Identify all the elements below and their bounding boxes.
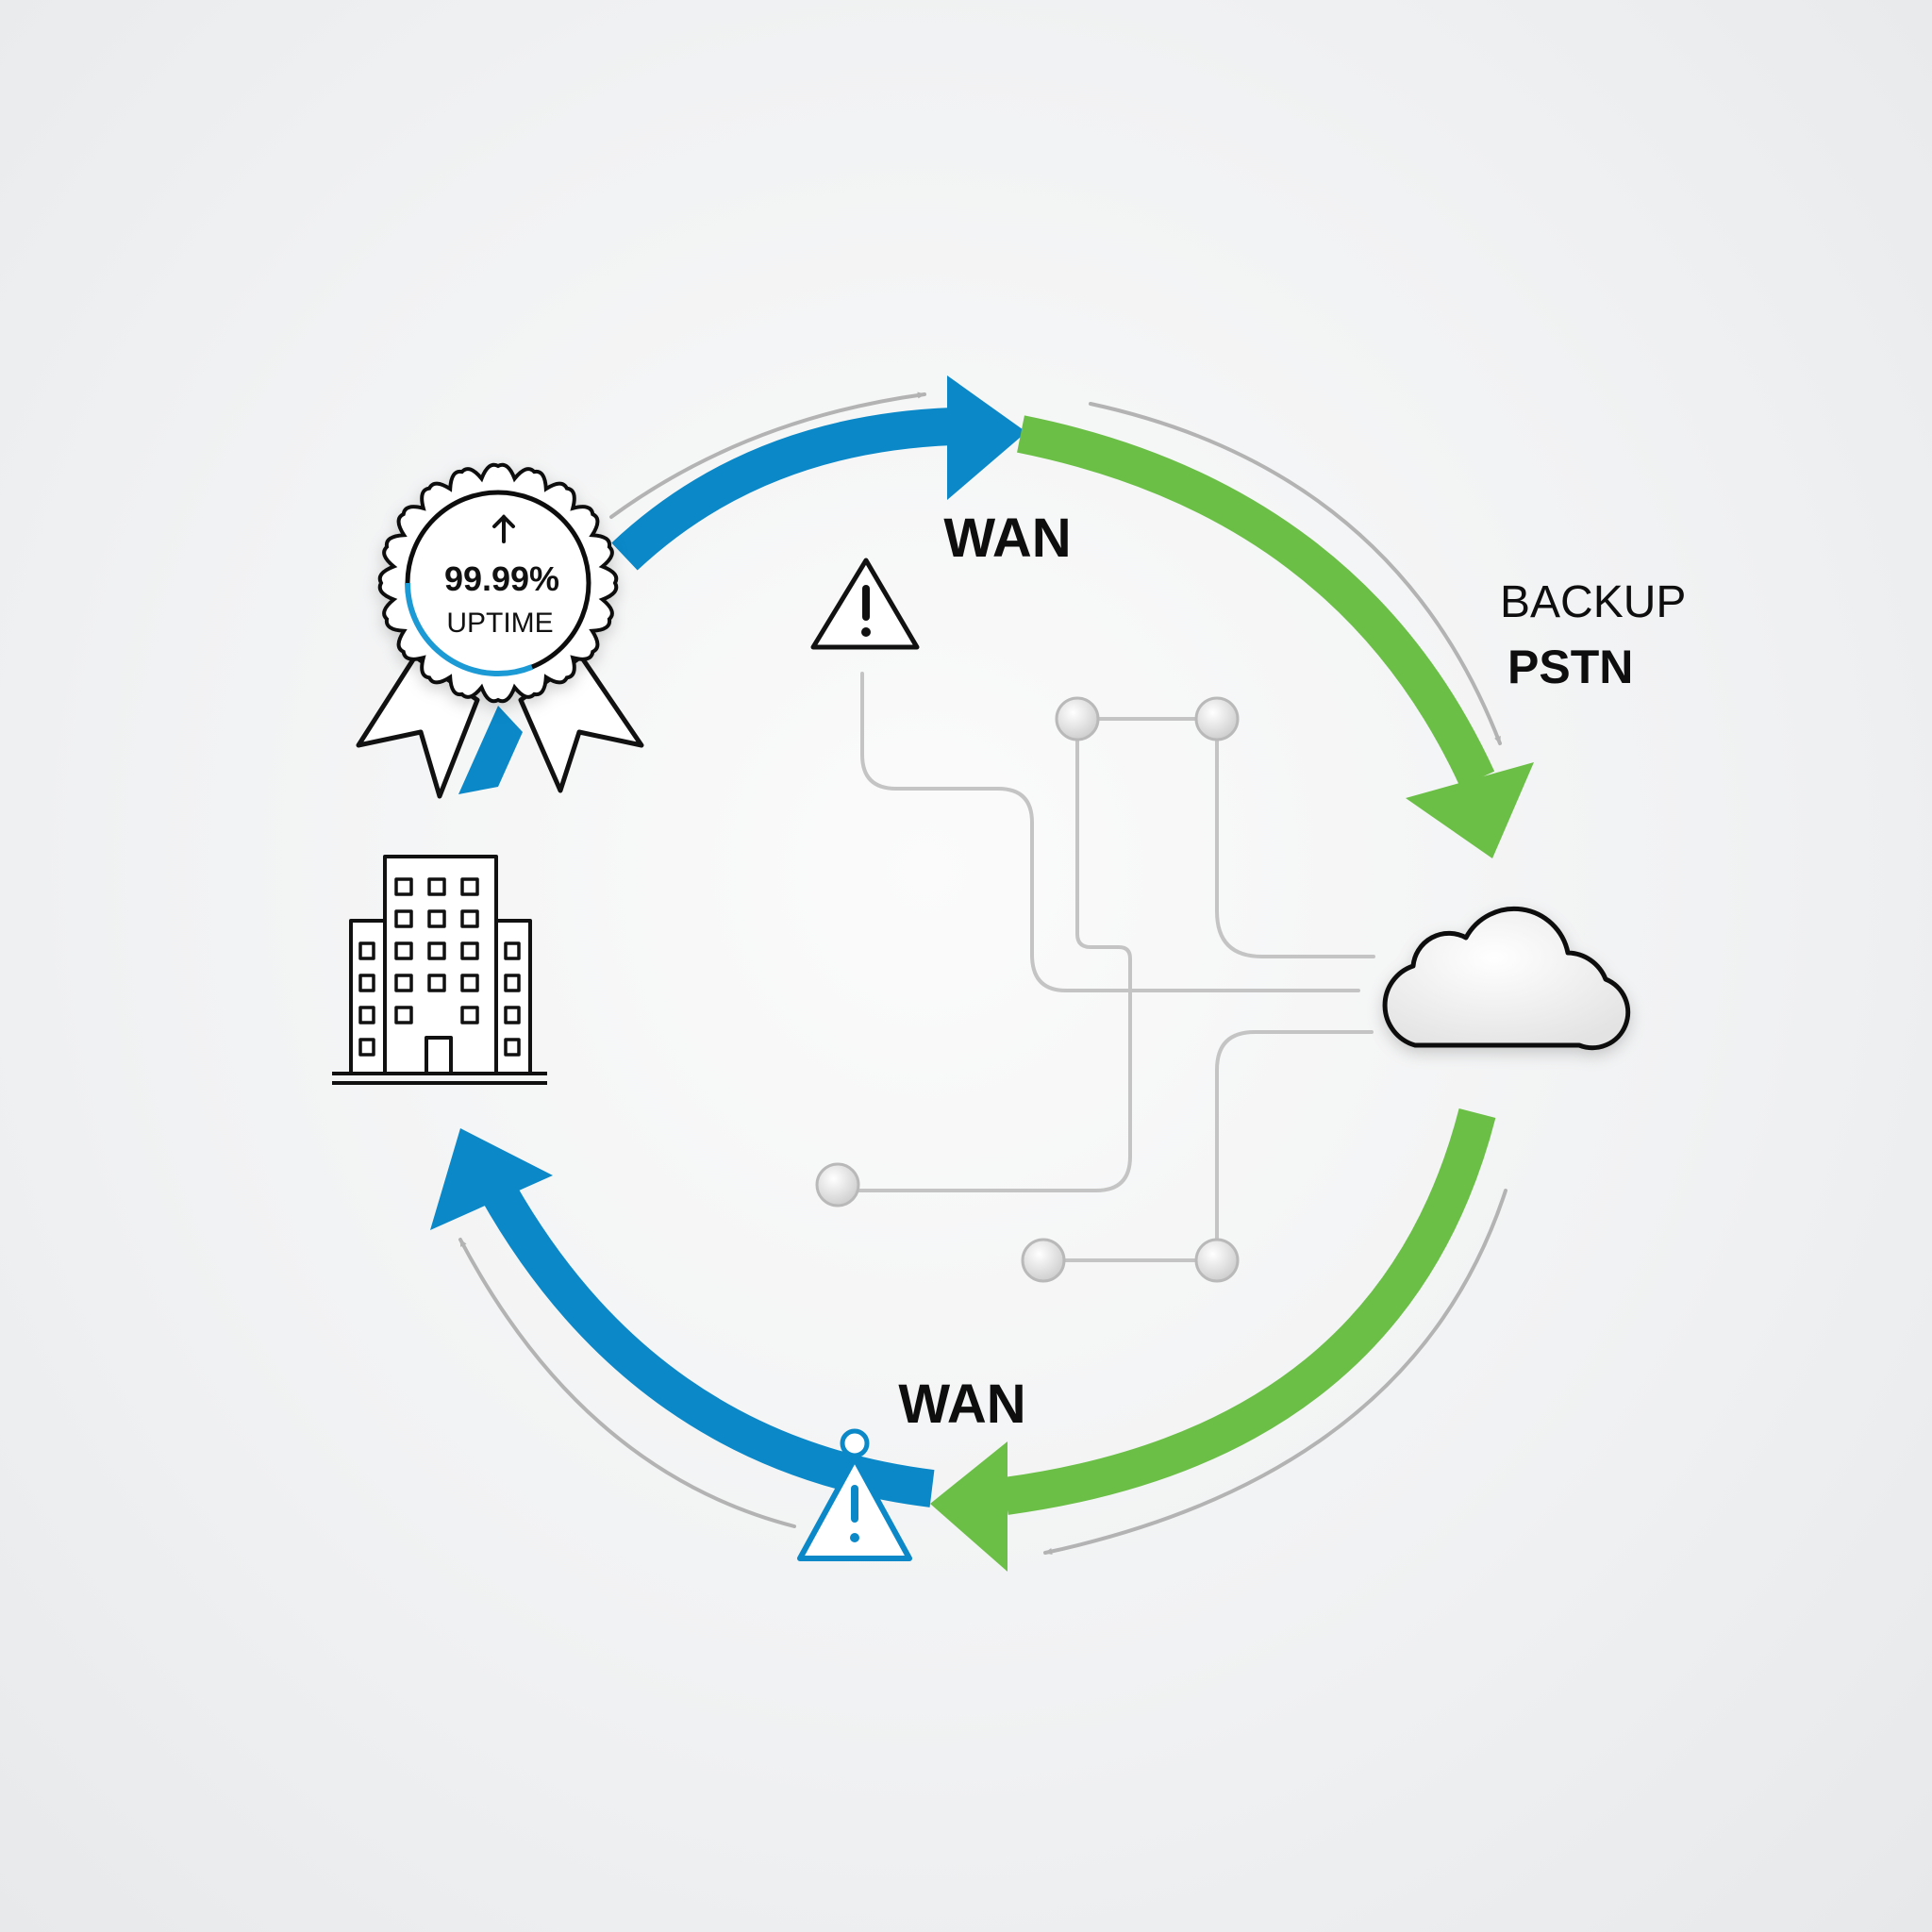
circuit-node	[1194, 1238, 1240, 1283]
wan-label-bottom: WAN	[898, 1374, 1025, 1435]
circuit-node	[1021, 1238, 1066, 1283]
ribbon-award-icon: 99.99% UPTIME	[356, 462, 644, 799]
backup-arrow-bottom-body	[1003, 1108, 1496, 1515]
backup-label-line2: PSTN	[1507, 641, 1633, 693]
circuit-trace	[860, 672, 1360, 992]
arrow-up-icon	[492, 514, 515, 543]
circuit-node	[1194, 696, 1240, 741]
warning-triangle-bottom-icon	[797, 1428, 912, 1561]
circuit-network	[834, 672, 1375, 1262]
cloud-icon	[1382, 906, 1631, 1051]
office-building-icon	[332, 855, 547, 1085]
backup-arrow-right	[1017, 415, 1534, 858]
wan-arrow-top-body	[611, 408, 954, 571]
circuit-trace	[1215, 717, 1375, 958]
wan-arrow-bottom-head	[430, 1128, 553, 1230]
ribbon-seal	[377, 462, 619, 704]
thin-arrow-bottom-left	[458, 1238, 796, 1528]
circuit-trace	[834, 717, 1132, 1192]
backup-arrow-right-body	[1017, 415, 1495, 788]
backup-arrow-bottom-head	[930, 1441, 1008, 1572]
backup-label-line1: BACKUP	[1500, 577, 1686, 627]
backup-arrow-bottom	[930, 1108, 1496, 1572]
wan-arrow-top	[611, 375, 1026, 571]
warning-triangle-top-icon	[810, 558, 920, 650]
uptime-caption: UPTIME	[446, 608, 553, 639]
wan-arrow-top-head	[947, 375, 1026, 500]
circuit-node	[1055, 696, 1100, 741]
backup-arrow-right-head	[1406, 762, 1534, 858]
uptime-value: 99.99%	[444, 559, 559, 598]
circuit-trace	[1215, 1030, 1374, 1262]
circuit-node	[815, 1162, 860, 1208]
circuit-nodes	[815, 696, 1240, 1283]
thin-arrow-top-right	[1089, 402, 1502, 745]
wan-label-top: WAN	[943, 508, 1071, 569]
thin-arrow-top-left	[609, 391, 926, 519]
thin-flow-arrows	[458, 391, 1507, 1556]
thin-arrow-bottom-right	[1043, 1189, 1507, 1556]
